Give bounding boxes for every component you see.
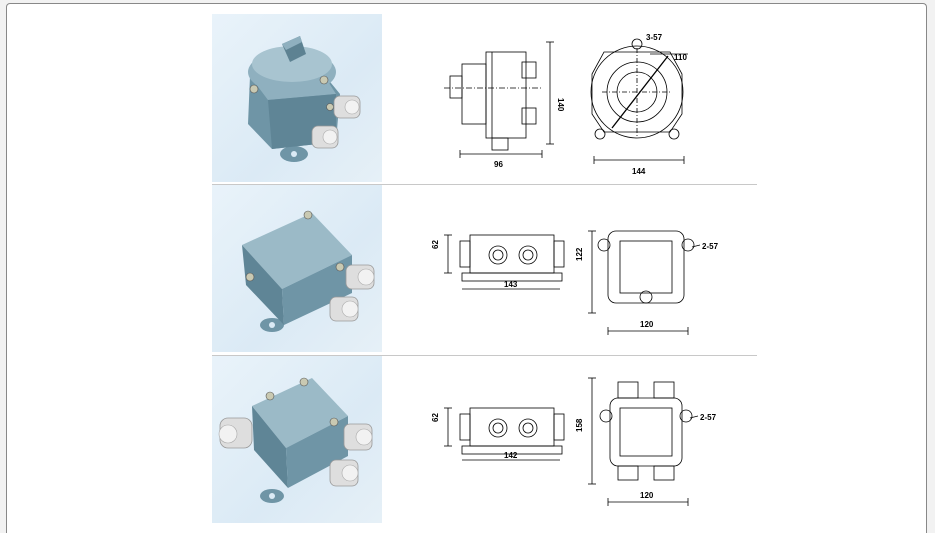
dim-label: 62: [431, 240, 440, 249]
dimension-drawings-switch: 96 140 3-57 110 144: [382, 14, 757, 182]
switch-photo-illustration: [248, 36, 361, 162]
junction-box-photo-illustration: [242, 210, 375, 332]
dim-label: 120: [640, 491, 654, 500]
dimension-drawings-junction-box-2way: 62 143 122 2-57 120: [382, 185, 757, 352]
dim-label: 120: [640, 320, 654, 329]
product-row-junction-box-2way: 62 143 122 2-57 120: [212, 184, 757, 352]
junction-box-3way-photo-illustration: [218, 377, 373, 503]
content-frame: 96 140 3-57 110 144: [6, 3, 927, 533]
dimension-drawings-junction-box-3way: 62 142 158 2-57 120: [382, 356, 757, 523]
product-photo-junction-box-3way: [212, 356, 382, 523]
dim-label: 2-57: [702, 242, 719, 251]
product-row-junction-box-3way: 62 142 158 2-57 120: [212, 355, 757, 523]
product-sheet: 96 140 3-57 110 144: [212, 14, 757, 530]
product-row-switch: 96 140 3-57 110 144: [212, 14, 757, 182]
dim-label: 140: [556, 98, 565, 112]
dim-label: 62: [431, 413, 440, 422]
dim-label: 158: [575, 418, 584, 432]
junction-box-3way-dimension-drawing: 62 142 158 2-57 120: [431, 377, 717, 506]
dim-label: 96: [494, 160, 503, 169]
product-photo-switch: [212, 14, 382, 182]
junction-box-2way-dimension-drawing: 62 143 122 2-57 120: [431, 230, 719, 335]
dim-label: 142: [504, 451, 518, 460]
dim-label: 122: [575, 247, 584, 261]
dim-label: 2-57: [700, 413, 717, 422]
dim-label: 144: [632, 167, 646, 176]
dim-label: 143: [504, 280, 518, 289]
dim-label: 110: [674, 53, 687, 62]
dim-label: 3-57: [646, 33, 663, 42]
switch-dimension-drawing: 96 140 3-57 110 144: [444, 33, 688, 176]
product-photo-junction-box-2way: [212, 185, 382, 352]
